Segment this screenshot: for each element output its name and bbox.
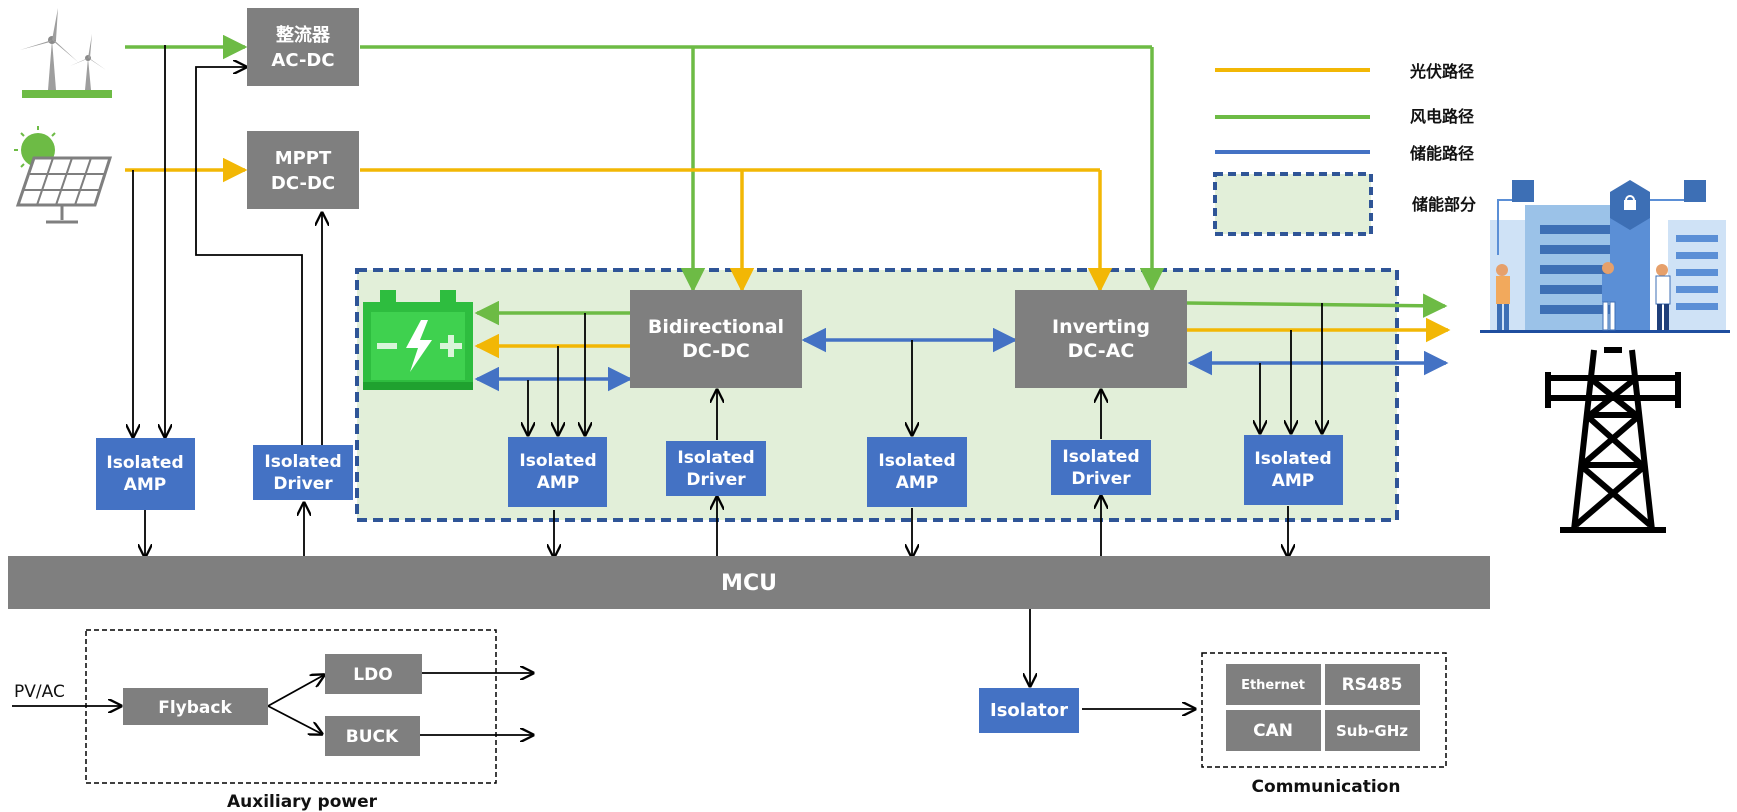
inverter-label: Inverting: [1052, 316, 1150, 338]
isolated-driver-3: Isolated Driver: [1051, 440, 1151, 495]
iso-amp-3-label: Isolated: [878, 451, 955, 471]
inverting-dcac-block: Inverting DC-AC: [1015, 290, 1187, 388]
mcu-block: MCU: [8, 556, 1490, 609]
mcu-label: MCU: [721, 571, 777, 596]
isolated-driver-1: Isolated Driver: [253, 445, 353, 500]
wind-turbine-icon: [20, 8, 112, 98]
iso-amp-1-sub-label: AMP: [124, 475, 167, 495]
aux-power-frame: [85, 629, 497, 784]
iso-driver-2-sub-label: Driver: [686, 470, 746, 490]
power-tower-icon: [1545, 347, 1681, 533]
communication-frame: [1201, 652, 1447, 768]
iso-amp-2-label: Isolated: [519, 451, 596, 471]
rs485-label: RS485: [1342, 675, 1403, 695]
isolated-amp-3: Isolated AMP: [867, 437, 967, 507]
isolated-amp-4: Isolated AMP: [1244, 435, 1343, 505]
flyback-label: Flyback: [158, 698, 232, 718]
isolated-amp-2: Isolated AMP: [508, 437, 607, 507]
isolated-amp-1: Isolated AMP: [96, 438, 195, 510]
iso-driver-1-label: Isolated: [264, 452, 341, 472]
iso-driver-1-sub-label: Driver: [273, 474, 333, 494]
communication-caption: Communication: [1252, 777, 1401, 797]
iso-amp-4-sub-label: AMP: [1272, 471, 1315, 491]
iso-amp-1-label: Isolated: [106, 453, 183, 473]
ldo-label: LDO: [353, 665, 392, 685]
inverter-sub-label: DC-AC: [1068, 340, 1135, 362]
legend-storage-part-label: 储能部分: [1411, 195, 1476, 214]
bidirectional-dcdc-block: Bidirectional DC-DC: [630, 290, 802, 388]
rectifier-block: 整流器 AC-DC: [247, 8, 359, 86]
iso-driver-2-label: Isolated: [677, 448, 754, 468]
legend: 光伏路径 风电路径 储能路径 储能部分: [1213, 62, 1476, 236]
legend-pv-label: 光伏路径: [1409, 62, 1474, 81]
battery-icon: [363, 290, 473, 390]
isolator-block: Isolator: [979, 688, 1079, 733]
rs485-block: RS485: [1325, 664, 1420, 705]
iso-driver-3-sub-label: Driver: [1071, 469, 1131, 489]
rectifier-label: 整流器: [275, 24, 331, 46]
mppt-label: MPPT: [275, 148, 332, 169]
wind-line-to-grid: [1186, 293, 1448, 318]
rectifier-sub-label: AC-DC: [271, 50, 334, 71]
flyback-to-buck: [267, 705, 322, 734]
ethernet-block: Ethernet: [1226, 664, 1321, 705]
iso-amp-3-sub-label: AMP: [896, 473, 939, 493]
bidir-sub-label: DC-DC: [682, 340, 750, 362]
buck-block: BUCK: [325, 716, 420, 756]
can-label: CAN: [1253, 721, 1293, 741]
ldo-block: LDO: [325, 654, 422, 694]
buck-label: BUCK: [346, 727, 399, 747]
aux-power-caption: Auxiliary power: [227, 792, 378, 812]
can-block: CAN: [1226, 710, 1321, 751]
solar-panel-icon: [14, 126, 113, 224]
mppt-sub-label: DC-DC: [271, 173, 335, 194]
subghz-label: Sub-GHz: [1336, 722, 1408, 740]
bidir-label: Bidirectional: [648, 316, 784, 338]
legend-wind-label: 风电路径: [1410, 107, 1474, 126]
legend-storage-area-swatch: [1213, 172, 1373, 236]
mppt-block: MPPT DC-DC: [247, 131, 359, 209]
iso-driver-3-label: Isolated: [1062, 447, 1139, 467]
isolator-label: Isolator: [990, 700, 1068, 721]
isolated-driver-2: Isolated Driver: [666, 441, 766, 496]
drive-line-rectifier: [195, 67, 303, 445]
iso-amp-4-label: Isolated: [1254, 449, 1331, 469]
data-center-icon: [1480, 180, 1730, 333]
flyback-to-ldo: [267, 675, 324, 707]
iso-amp-2-sub-label: AMP: [537, 473, 580, 493]
legend-storage-label: 储能路径: [1409, 144, 1474, 163]
ethernet-label: Ethernet: [1241, 678, 1305, 693]
pv-ac-label: PV/AC: [14, 682, 65, 702]
subghz-block: Sub-GHz: [1325, 710, 1420, 751]
flyback-block: Flyback: [123, 688, 268, 725]
